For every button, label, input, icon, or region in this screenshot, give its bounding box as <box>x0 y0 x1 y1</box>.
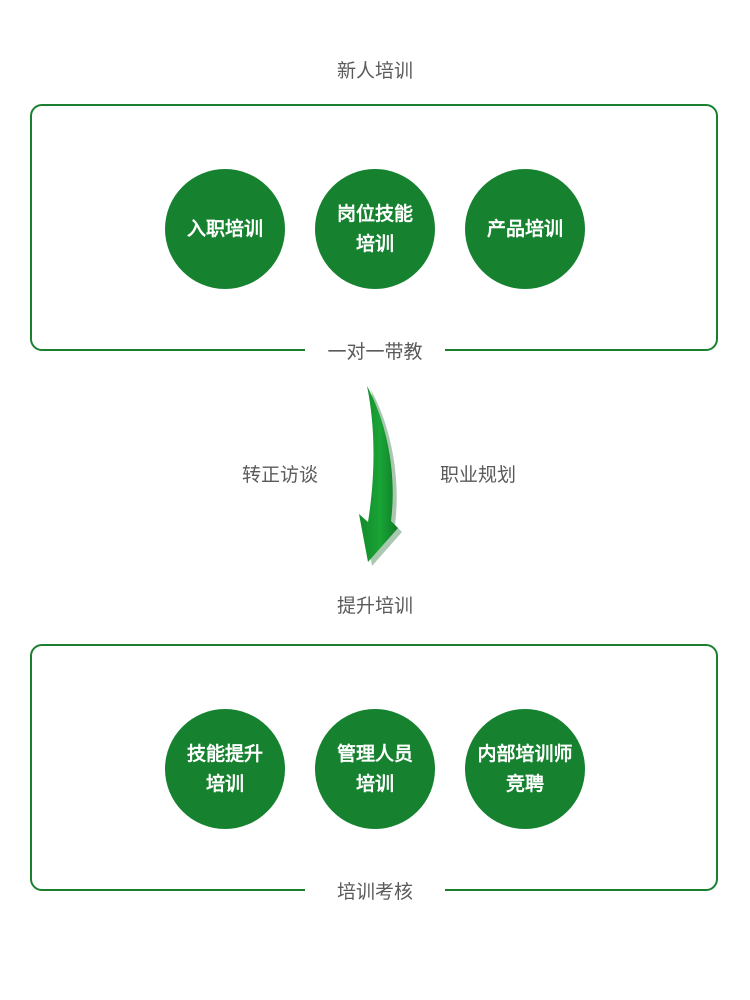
circle-skill-upgrade-training: 技能提升 培训 <box>165 709 285 829</box>
circle-label: 产品培训 <box>486 218 563 240</box>
right-transition-label: 职业规划 <box>440 464 517 486</box>
top-section-title: 新人培训 <box>336 60 413 82</box>
circle-label: 入职培训 <box>186 218 263 240</box>
bottom-panel-caption: 培训考核 <box>305 880 445 904</box>
circle-product-training: 产品培训 <box>465 169 585 289</box>
circle-management-training: 管理人员 培训 <box>315 709 435 829</box>
circle-label: 技能提升 培训 <box>186 743 263 795</box>
circle-label: 岗位技能 培训 <box>336 203 413 255</box>
top-panel-caption: 一对一带教 <box>305 340 445 364</box>
down-arrow-icon <box>359 386 402 566</box>
circle-onboarding-training: 入职培训 <box>165 169 285 289</box>
circle-label: 管理人员 培训 <box>336 743 413 795</box>
bottom-section-title: 提升培训 <box>336 595 413 617</box>
circle-label: 内部培训师 竞聘 <box>477 743 573 795</box>
circle-internal-trainer-selection: 内部培训师 竞聘 <box>465 709 585 829</box>
circle-job-skills-training: 岗位技能 培训 <box>315 169 435 289</box>
left-transition-label: 转正访谈 <box>242 464 319 486</box>
